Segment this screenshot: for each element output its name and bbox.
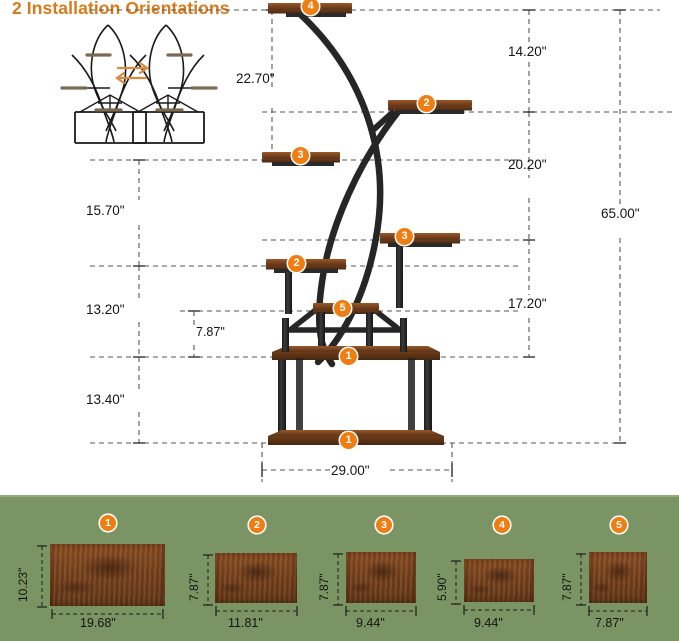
part-badge-4: 4 [494, 517, 510, 533]
part-badge-1: 1 [100, 515, 116, 531]
part-dims-4 [451, 560, 535, 615]
orientation-preview-right [129, 24, 216, 144]
marker-5-small: 5 [334, 300, 351, 317]
orientation-preview-left-shelves [60, 53, 123, 112]
dim-20-20: 20.20" [508, 157, 547, 172]
part-height-5: 7.87" [560, 573, 574, 601]
part-badge-2: 2 [249, 517, 265, 533]
part-width-2: 11.81" [228, 616, 263, 630]
dimension-ticks [133, 9, 626, 477]
part-dims-5 [576, 553, 648, 616]
shelf-1-middle [272, 346, 440, 444]
dim-15-70: 15.70" [86, 203, 125, 218]
marker-3-right-lower: 3 [396, 228, 413, 245]
dim-total-width: 29.00" [331, 463, 370, 478]
marker-3-left-upper: 3 [292, 147, 309, 164]
part-width-3: 9.44" [356, 616, 385, 630]
part-dims-1 [37, 545, 164, 619]
part-badge-3: 3 [376, 517, 392, 533]
dimension-lines [90, 9, 672, 482]
shelf-2-lower-left [266, 259, 346, 314]
part-swatch-2 [215, 553, 297, 603]
marker-4-top: 4 [302, 0, 319, 15]
part-badge-5: 5 [611, 517, 627, 533]
orientation-preview-right-shelves [155, 53, 218, 112]
dim-7-87-inner: 7.87" [196, 325, 225, 339]
swap-arrows-icon [115, 61, 149, 85]
marker-1-bottom: 1 [340, 432, 357, 449]
frame-posts [282, 318, 407, 352]
part-height-4: 5.90" [435, 573, 449, 601]
marker-1-middle: 1 [340, 348, 357, 365]
part-height-3: 7.87" [317, 573, 331, 601]
dim-14-20: 14.20" [508, 44, 547, 59]
dim-17-20: 17.20" [508, 296, 547, 311]
dim-13-20: 13.20" [86, 302, 125, 317]
part-swatch-3 [346, 552, 416, 603]
page-title: 2 Installation Orientations [12, 0, 230, 18]
marker-2-left-lower: 2 [288, 255, 305, 272]
part-width-5: 7.87" [595, 616, 624, 630]
part-height-2: 7.87" [187, 573, 201, 601]
dim-13-40: 13.40" [86, 392, 125, 407]
part-dims-3 [333, 553, 417, 616]
part-width-1: 19.68" [80, 616, 116, 630]
part-height-1: 10.23" [16, 567, 30, 602]
diagram-svg [60, 3, 672, 482]
part-dims-2 [203, 554, 298, 616]
parts-panel: 1 10.23" 19.68" 2 [0, 495, 679, 641]
shelf-3-lower-right [380, 233, 460, 308]
part-swatch-4 [464, 559, 534, 602]
part-swatch-5 [589, 552, 647, 603]
part-swatch-1 [50, 544, 165, 606]
part-width-4: 9.44" [474, 616, 503, 630]
marker-2-right-upper: 2 [418, 95, 435, 112]
main-diagram: 4 2 3 3 2 5 1 1 22.70" 15.70" 13.20" 13.… [60, 0, 672, 482]
dim-total-height: 65.00" [601, 206, 640, 221]
dim-22-70: 22.70" [236, 71, 275, 86]
